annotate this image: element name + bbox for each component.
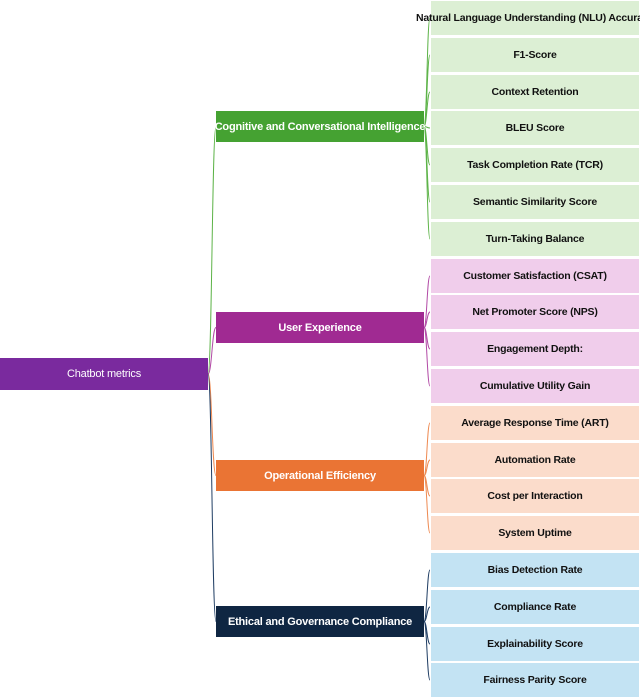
connector-root-to-category xyxy=(207,373,217,622)
connector-category-to-leaf xyxy=(423,459,431,476)
leaf-node-label: Customer Satisfaction (CSAT) xyxy=(463,270,607,282)
leaf-node-task-completion-rate-tcr: Task Completion Rate (TCR) xyxy=(430,147,640,183)
leaf-node-label: Turn-Taking Balance xyxy=(485,233,585,245)
category-node-user-experience: User Experience xyxy=(216,312,424,343)
connector-category-to-leaf xyxy=(423,275,431,328)
leaf-node-cumulative-utility-gain: Cumulative Utility Gain xyxy=(430,368,640,404)
category-node-label: Cognitive and Conversational Intelligenc… xyxy=(214,120,426,133)
leaf-node-customer-satisfaction-csat: Customer Satisfaction (CSAT) xyxy=(430,258,640,294)
category-node-label: Operational Efficiency xyxy=(264,469,376,482)
connector-category-to-leaf xyxy=(423,422,431,476)
root-node-chatbot-metrics: Chatbot metrics xyxy=(0,358,208,390)
connector-category-to-leaf xyxy=(423,475,431,534)
leaf-node-label: Compliance Rate xyxy=(493,601,577,613)
connector-root-to-category xyxy=(207,327,217,375)
leaf-node-natural-language-understanding-nlu-accuracy: Natural Language Understanding (NLU) Acc… xyxy=(416,0,640,36)
leaf-node-explainability-score: Explainability Score xyxy=(430,626,640,662)
leaf-node-label: Task Completion Rate (TCR) xyxy=(467,159,603,171)
leaf-node-label: F1-Score xyxy=(513,49,557,61)
leaf-node-label: Cumulative Utility Gain xyxy=(479,380,591,392)
connector-category-to-leaf xyxy=(423,606,431,622)
leaf-node-label: Engagement Depth: xyxy=(487,343,583,355)
leaf-node-context-retention: Context Retention xyxy=(430,74,640,110)
category-node-label: Ethical and Governance Compliance xyxy=(227,615,413,628)
leaf-node-label: Fairness Parity Score xyxy=(483,674,587,686)
connector-category-to-leaf xyxy=(423,569,431,622)
leaf-node-label: Natural Language Understanding (NLU) Acc… xyxy=(416,12,640,24)
connector-category-to-leaf xyxy=(423,327,431,387)
leaf-node-compliance-rate: Compliance Rate xyxy=(430,589,640,625)
leaf-node-engagement-depth: Engagement Depth: xyxy=(430,331,640,367)
leaf-node-label: Average Response Time (ART) xyxy=(461,417,609,429)
leaf-node-label: Semantic Similarity Score xyxy=(473,196,597,208)
connector-category-to-leaf xyxy=(423,126,431,240)
leaf-node-cost-per-interaction: Cost per Interaction xyxy=(430,478,640,514)
leaf-node-automation-rate: Automation Rate xyxy=(430,442,640,478)
leaf-node-bleu-score: BLEU Score xyxy=(430,110,640,146)
leaf-node-f1-score: F1-Score xyxy=(430,37,640,73)
leaf-node-label: Bias Detection Rate xyxy=(487,564,583,576)
category-node-operational-efficiency: Operational Efficiency xyxy=(216,460,424,491)
category-node-label: User Experience xyxy=(278,321,362,334)
leaf-node-label: System Uptime xyxy=(498,527,572,539)
leaf-node-fairness-parity-score: Fairness Parity Score xyxy=(430,662,640,698)
leaf-node-semantic-similarity-score: Semantic Similarity Score xyxy=(430,184,640,220)
connector-category-to-leaf xyxy=(423,126,431,129)
connector-category-to-leaf xyxy=(423,311,431,328)
root-node-label: Chatbot metrics xyxy=(66,368,142,380)
connector-root-to-category xyxy=(207,373,217,476)
category-node-cognitive-intelligence: Cognitive and Conversational Intelligenc… xyxy=(214,111,426,142)
leaf-node-label: Explainability Score xyxy=(487,638,583,650)
leaf-node-label: Net Promoter Score (NPS) xyxy=(472,306,598,318)
leaf-node-net-promoter-score-nps: Net Promoter Score (NPS) xyxy=(430,294,640,330)
leaf-node-bias-detection-rate: Bias Detection Rate xyxy=(430,552,640,588)
connector-category-to-leaf xyxy=(423,621,431,681)
leaf-node-system-uptime: System Uptime xyxy=(430,515,640,551)
category-node-ethical-governance: Ethical and Governance Compliance xyxy=(216,606,424,637)
connector-root-to-category xyxy=(207,126,217,375)
leaf-node-turn-taking-balance: Turn-Taking Balance xyxy=(430,221,640,257)
leaf-node-label: Context Retention xyxy=(491,86,579,98)
leaf-node-label: BLEU Score xyxy=(505,122,565,134)
leaf-node-label: Cost per Interaction xyxy=(487,490,583,502)
leaf-node-average-response-time-art: Average Response Time (ART) xyxy=(430,405,640,441)
connector-category-to-leaf xyxy=(423,91,431,127)
leaf-node-label: Automation Rate xyxy=(494,454,576,466)
